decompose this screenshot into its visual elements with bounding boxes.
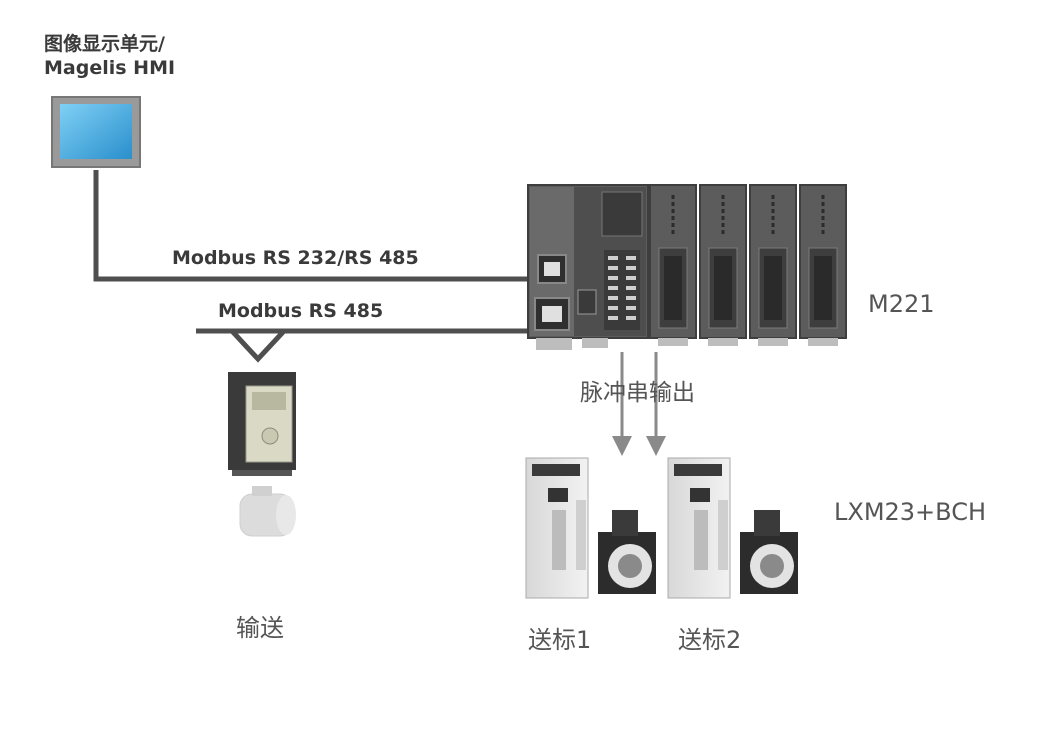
hmi-device xyxy=(51,96,141,168)
servo-drive-1 xyxy=(525,457,589,599)
rs485-label: Modbus RS 485 xyxy=(218,300,384,322)
conveyor-label: 输送 xyxy=(236,614,284,642)
pulse-arrows xyxy=(612,352,666,456)
rs485-drop-line xyxy=(230,329,286,363)
servo-2-label: 送标2 xyxy=(678,626,742,654)
io-module-3 xyxy=(749,184,797,346)
servo-motor-2 xyxy=(740,510,798,594)
hmi-label-line2: Magelis HMI xyxy=(44,57,176,79)
conveyor-motor xyxy=(239,486,296,537)
servo-drive-2 xyxy=(667,457,731,599)
io-module-4 xyxy=(799,184,847,346)
rs232-485-label: Modbus RS 232/RS 485 xyxy=(172,247,419,269)
m221-label: M221 xyxy=(868,290,935,318)
servo-1-label: 送标1 xyxy=(528,626,592,654)
rs232-485-line xyxy=(93,170,530,282)
m221-plc xyxy=(527,184,649,350)
comm-lines xyxy=(93,170,530,363)
servo-label: LXM23+BCH xyxy=(834,498,987,526)
expansion-modules xyxy=(649,184,847,346)
vsd-drive xyxy=(228,372,296,476)
io-module-1 xyxy=(649,184,697,346)
pulse-train-label: 脉冲串输出 xyxy=(580,380,695,406)
hmi-label-line1: 图像显示单元/ xyxy=(44,33,165,55)
io-module-2 xyxy=(699,184,747,346)
servo-motor-1 xyxy=(598,510,656,594)
